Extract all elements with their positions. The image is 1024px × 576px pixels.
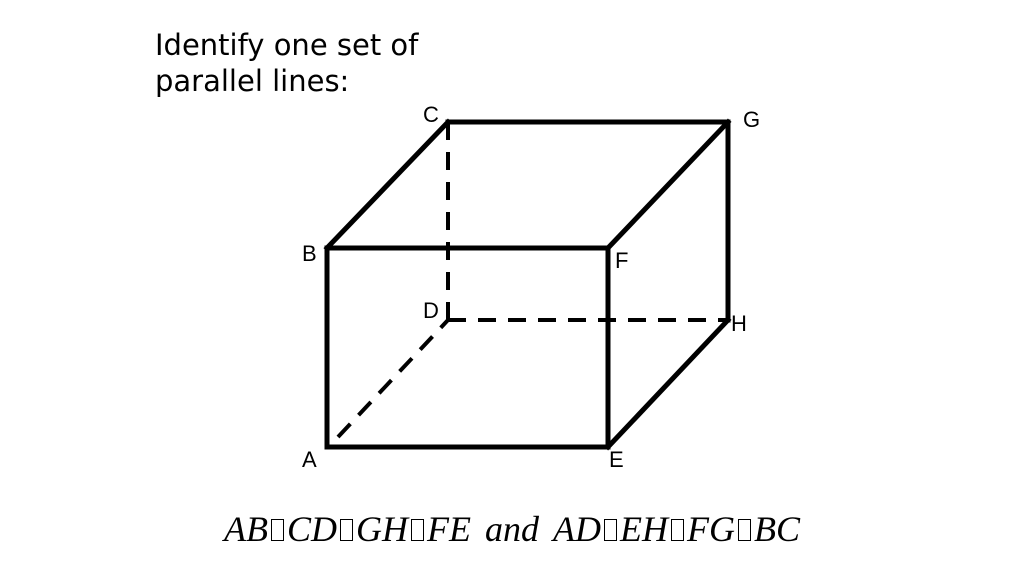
segment-fg: FG — [686, 509, 735, 549]
vertex-label-e: E — [609, 447, 624, 472]
vertex-label-c: C — [423, 102, 439, 127]
prompt-line-2: parallel lines: — [155, 64, 350, 98]
conjunction-and: and — [484, 509, 539, 549]
vertex-label-b: B — [302, 241, 317, 266]
segment-ad: AD — [552, 509, 601, 549]
parallel-symbol-icon — [411, 519, 424, 541]
vertex-label-h: H — [731, 311, 747, 336]
segment-ab: AB — [224, 509, 268, 549]
edge-fg — [604, 118, 732, 252]
vertex-label-f: F — [615, 248, 628, 273]
edge-ad — [336, 318, 450, 439]
parallel-symbol-icon — [270, 519, 284, 541]
segment-eh: EH — [619, 509, 668, 549]
question-prompt: Identify one set of parallel lines: — [155, 27, 495, 99]
parallel-symbol-icon — [670, 519, 684, 541]
vertex-label-d: D — [423, 298, 439, 323]
segment-bc: BC — [753, 509, 800, 549]
segment-cd: CD — [286, 509, 337, 549]
prompt-line-1: Identify one set of — [155, 28, 419, 62]
segment-fe: FE — [427, 509, 471, 549]
edge-bc — [323, 118, 452, 252]
parallel-symbol-icon — [603, 519, 617, 541]
segment-gh: GH — [356, 509, 408, 549]
vertex-label-a: A — [302, 447, 317, 472]
vertex-label-g: G — [743, 107, 760, 132]
parallel-symbol-icon — [340, 519, 353, 541]
parallel-lines-answer: AB CD GH FE and AD EH FG BC — [0, 508, 1024, 550]
edge-eh — [604, 316, 732, 451]
parallel-symbol-icon — [737, 519, 751, 541]
